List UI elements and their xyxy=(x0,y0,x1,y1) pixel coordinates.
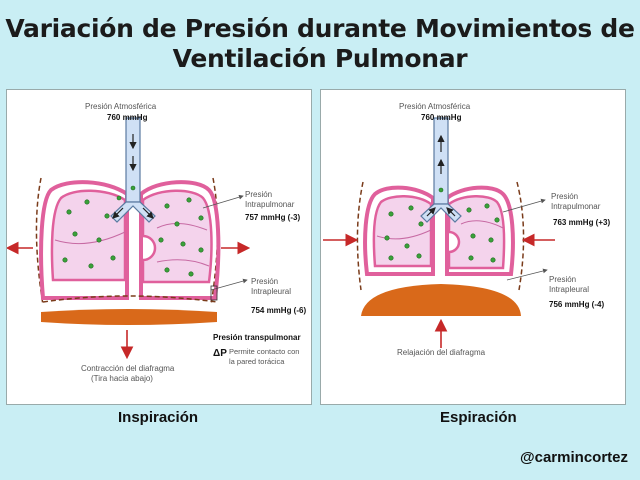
alveoli-dots xyxy=(384,187,500,263)
intrapleural-label-1: Presión xyxy=(251,277,279,286)
atm-pressure-value: 760 mmHg xyxy=(107,113,148,122)
inspiration-caption: Inspiración xyxy=(118,409,199,426)
intrapulmonary-label-2: Intrapulmonar xyxy=(245,200,295,209)
expiration-caption: Espiración xyxy=(440,409,517,426)
atm-pressure-label: Presión Atmosférica xyxy=(85,102,157,111)
title-line-1: Variación de Presión durante Movimientos… xyxy=(5,14,635,43)
right-lung xyxy=(141,189,213,284)
intrapleural-label-2: Intrapleural xyxy=(549,285,590,294)
alveoli-dots xyxy=(62,185,204,277)
expiration-diagram xyxy=(323,117,555,348)
intrapleural-label-2: Intrapleural xyxy=(251,287,292,296)
author-handle: @carmincortez xyxy=(520,449,628,466)
intrapulmonary-label-1: Presión xyxy=(551,192,579,201)
diaphragm-relaxed xyxy=(361,284,521,316)
title-line-2: Ventilación Pulmonar xyxy=(172,44,468,73)
intrapleural-value: 754 mmHg (-6) xyxy=(251,306,307,315)
inspiration-diagram xyxy=(7,117,251,360)
left-lung xyxy=(50,189,127,282)
intrapulmonary-value: 757 mmHg (-3) xyxy=(245,213,301,222)
intrapulmonary-value: 763 mmHg (+3) xyxy=(553,218,611,227)
intrapleural-label-1: Presión xyxy=(549,275,577,284)
diaphragm-contracted xyxy=(41,309,217,325)
diaphragm-label: Relajación del diafragma xyxy=(397,348,486,357)
pleura-outline xyxy=(39,180,129,300)
intrapulmonary-label-2: Intrapulmonar xyxy=(551,202,601,211)
intrapulmonary-label-1: Presión xyxy=(245,190,273,199)
atm-pressure-label: Presión Atmosférica xyxy=(399,102,471,111)
diaphragm-label-2: (Tira hacia abajo) xyxy=(91,374,153,383)
delta-p-symbol: ΔP xyxy=(213,348,227,359)
intrapleural-value: 756 mmHg (-4) xyxy=(549,300,605,309)
page-title: Variación de Presión durante Movimientos… xyxy=(0,14,640,74)
transpulmonary-desc-1: Permite contacto con xyxy=(229,347,300,356)
transpulmonary-label: Presión transpulmonar xyxy=(213,333,301,342)
diaphragm-label-1: Contracción del diafragma xyxy=(81,364,175,373)
chest-wall-outline xyxy=(35,177,44,306)
left-lung xyxy=(372,195,433,268)
expiration-panel: Presión Atmosférica 760 mmHg Presión Int… xyxy=(320,89,626,405)
transpulmonary-desc-2: la pared torácica xyxy=(229,357,285,366)
right-lung xyxy=(447,195,506,270)
atm-pressure-value: 760 mmHg xyxy=(421,113,462,122)
inspiration-panel: Presión Atmosférica 760 mmHg Presión Int… xyxy=(6,89,312,405)
